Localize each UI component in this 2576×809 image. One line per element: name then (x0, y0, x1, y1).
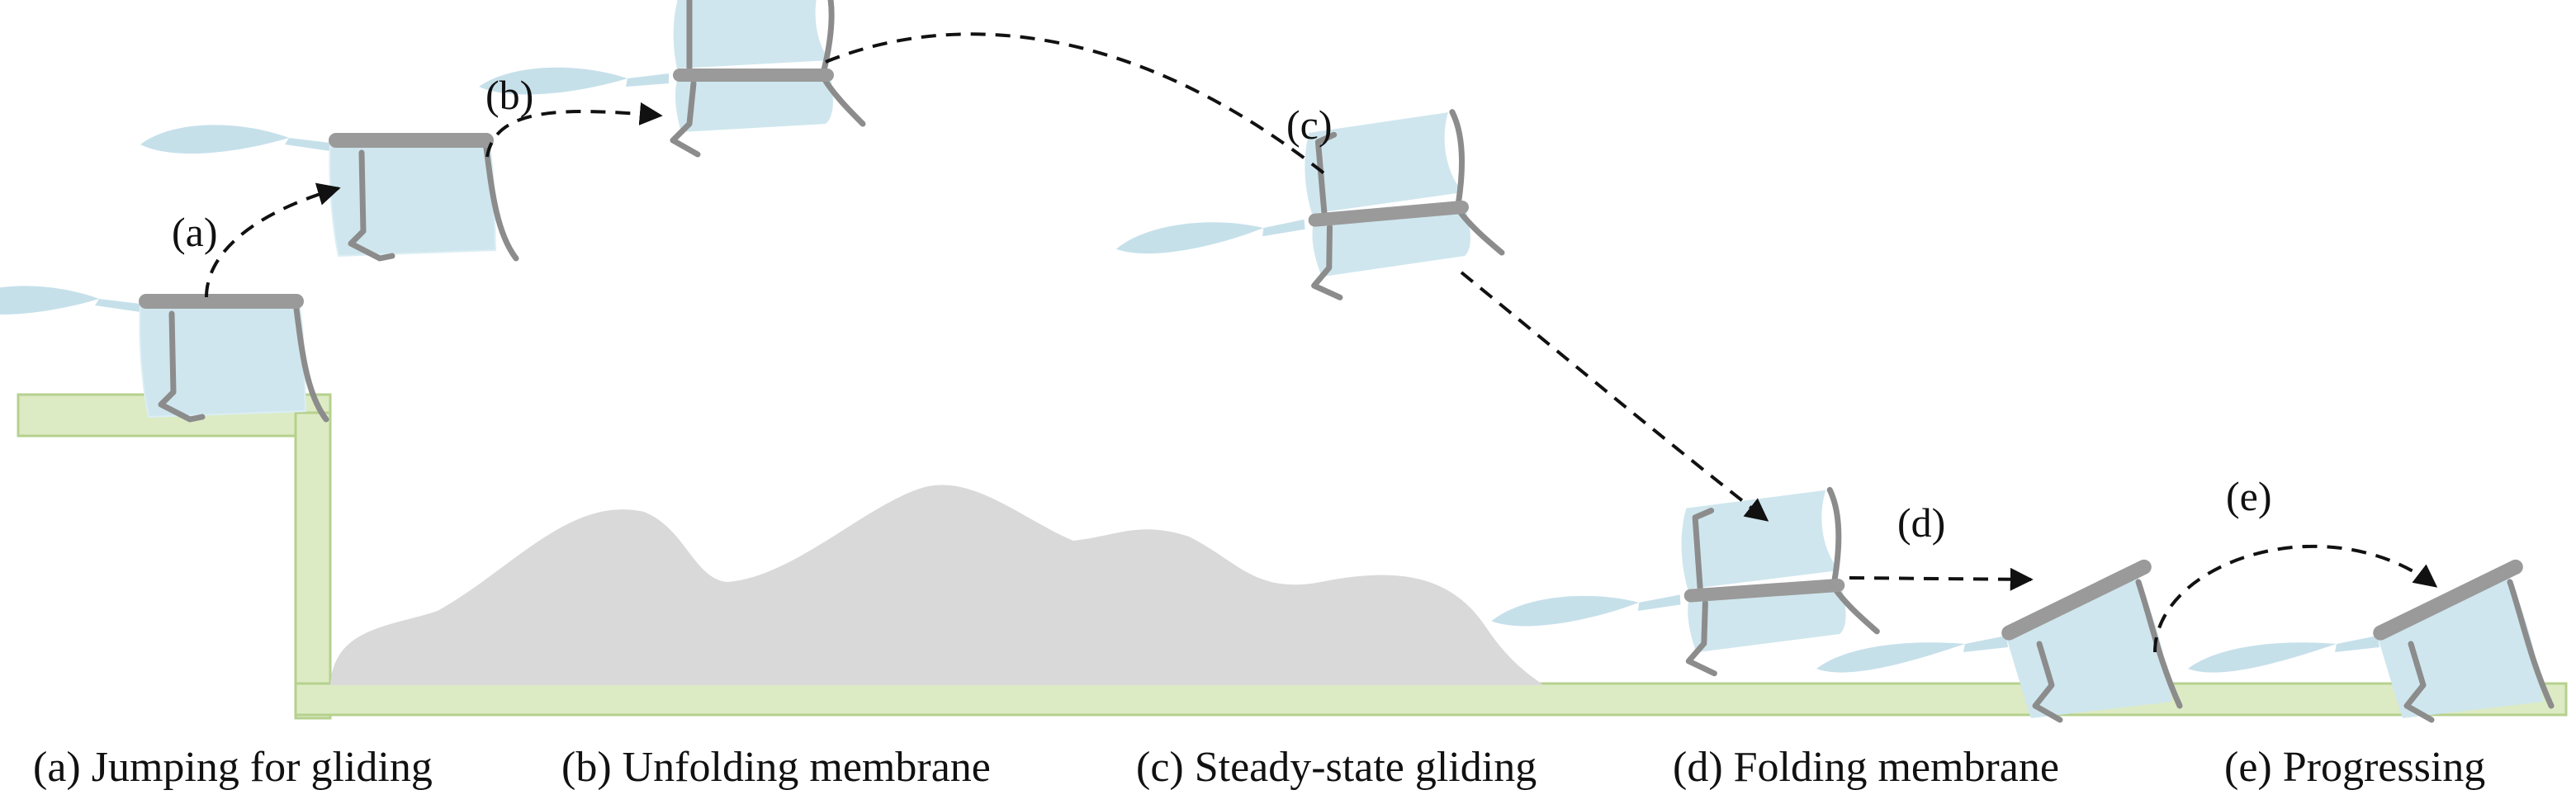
caption-b: (b) Unfolding membrane (561, 744, 991, 791)
hill-icon (330, 485, 1544, 685)
dashed-arrow-icon (1460, 271, 1769, 522)
step-label-a: (a) (172, 209, 218, 255)
ledge-wall (294, 411, 332, 720)
caption-e: (e) Progressing (2224, 744, 2485, 791)
caption-a: (a) Jumping for gliding (33, 744, 433, 791)
dashed-arrow-icon (205, 182, 341, 298)
step-label-c: (c) (1286, 102, 1333, 148)
robot-icon (479, 0, 863, 154)
lower-ground (294, 682, 2568, 717)
dashed-arrow-icon (825, 32, 1331, 179)
robot-icon (1484, 487, 1879, 688)
dashed-arrow-icon (1849, 567, 2034, 591)
step-label-e: (e) (2226, 473, 2272, 519)
step-label-b: (b) (485, 72, 533, 118)
caption-d: (d) Folding membrane (1673, 744, 2059, 791)
dashed-arrow-icon (2153, 544, 2438, 653)
caption-c: (c) Steady-state gliding (1136, 744, 1537, 791)
dashed-arrow-icon (485, 102, 663, 158)
step-label-d: (d) (1897, 499, 1945, 546)
